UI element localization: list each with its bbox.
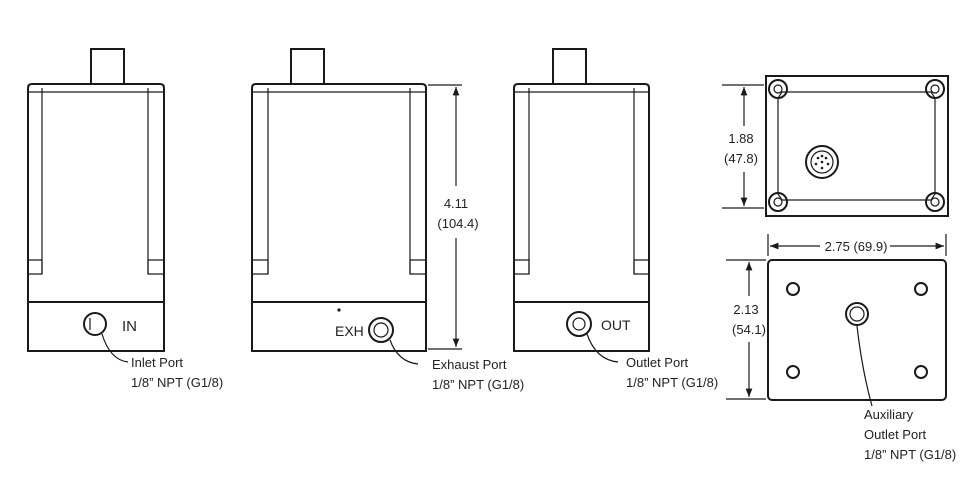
housing-notch	[514, 259, 649, 275]
outlet-side-view: OUT Outlet Port 1/8” NPT (G1/8)	[513, 48, 718, 390]
exhaust-port-tag: EXH	[335, 323, 364, 339]
outlet-port-bore	[572, 317, 586, 331]
width-extension-lines	[767, 234, 947, 256]
top-view: 1.88 (47.8)	[722, 75, 949, 217]
connector-stub	[90, 48, 125, 85]
housing-outline	[513, 83, 650, 302]
indicator-dot	[337, 308, 341, 312]
inlet-leader-line	[101, 333, 129, 363]
auxiliary-port-circle	[845, 302, 869, 326]
depth-dimension-mm: (47.8)	[724, 151, 758, 166]
outlet-port-circle	[566, 311, 592, 337]
bottom-view: 2.75 (69.9) 2.13 (54.1) Auxiliary Outlet…	[726, 234, 956, 462]
outlet-leader-line	[586, 333, 619, 363]
width-dimension: 2.75 (69.9)	[825, 239, 888, 254]
exhaust-port-circle	[368, 317, 394, 343]
height-extension-lines	[428, 84, 462, 350]
top-inner-outline	[777, 91, 936, 201]
inlet-port-circle	[83, 312, 107, 336]
depth-extension-lines	[722, 84, 764, 209]
housing-notch	[28, 259, 164, 275]
exhaust-side-view: EXH Exhaust Port 1/8” NPT (G1/8) 4.11 (1…	[251, 48, 524, 392]
exhaust-callout-size: 1/8” NPT (G1/8)	[432, 377, 524, 392]
mounting-hole	[914, 282, 928, 296]
depth-dimension-inches: 1.88	[728, 131, 753, 146]
housing-notch	[252, 259, 426, 275]
connector-stub	[290, 48, 325, 85]
mounting-hole	[914, 365, 928, 379]
auxiliary-callout-line1: Auxiliary	[864, 407, 914, 422]
housing-rail	[267, 88, 411, 274]
mounting-hole	[786, 365, 800, 379]
port-base-block	[27, 301, 165, 352]
outlet-port-tag: OUT	[601, 317, 631, 333]
port-base-block	[513, 301, 650, 352]
base-dimension-mm: (54.1)	[732, 322, 766, 337]
bottom-outline	[767, 259, 947, 401]
electrical-connector	[805, 145, 839, 179]
housing-rail	[528, 88, 635, 274]
corner-screw	[925, 79, 945, 99]
height-dimension-mm: (104.4)	[437, 216, 478, 231]
port-base-block	[251, 301, 427, 352]
base-extension-lines	[726, 259, 766, 400]
auxiliary-leader-line	[856, 325, 873, 407]
corner-screw	[768, 79, 788, 99]
mounting-hole	[786, 282, 800, 296]
outlet-callout-name: Outlet Port	[626, 355, 689, 370]
auxiliary-callout-line2: Outlet Port	[864, 427, 927, 442]
inlet-port-tag: IN	[122, 318, 137, 335]
housing-outline	[251, 83, 427, 302]
housing-outline	[27, 83, 165, 302]
auxiliary-callout-line3: 1/8” NPT (G1/8)	[864, 447, 956, 462]
corner-screw	[768, 192, 788, 212]
inlet-callout-name: Inlet Port	[131, 355, 183, 370]
inlet-callout-size: 1/8” NPT (G1/8)	[131, 375, 223, 390]
outlet-callout-size: 1/8” NPT (G1/8)	[626, 375, 718, 390]
base-dimension-inches: 2.13	[733, 302, 758, 317]
corner-screw	[925, 192, 945, 212]
height-dimension-inches: 4.11	[444, 196, 468, 211]
inlet-side-view: IN Inlet Port 1/8” NPT (G1/8)	[27, 48, 223, 390]
exhaust-callout-name: Exhaust Port	[432, 357, 507, 372]
top-outline	[765, 75, 949, 217]
connector-stub	[552, 48, 587, 85]
exhaust-leader-line	[389, 339, 419, 365]
housing-rail	[41, 88, 149, 274]
exhaust-port-bore	[373, 322, 389, 338]
